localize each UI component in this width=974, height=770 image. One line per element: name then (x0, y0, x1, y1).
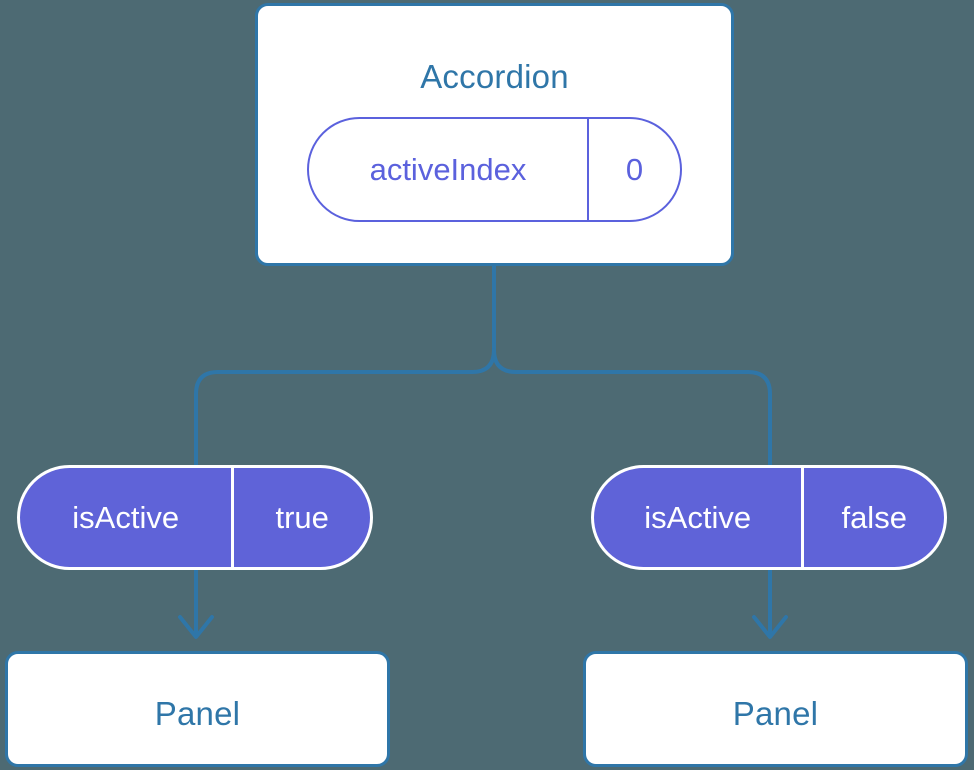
prop-value-is-active-left: true (231, 468, 370, 567)
panel-node-left[interactable]: Panel (5, 651, 390, 767)
prop-key-is-active-left: isActive (72, 499, 180, 535)
arrow-head-left (178, 615, 214, 639)
arrow-head-right (752, 615, 788, 639)
branch-line-right (492, 348, 772, 467)
prop-pill-is-active-false[interactable]: isActive false (591, 465, 947, 570)
prop-value-is-active-right: false (801, 468, 944, 567)
prop-pill-active-index[interactable]: activeIndex 0 (307, 117, 682, 222)
prop-value-active-index: 0 (586, 119, 680, 220)
panel-title-left: Panel (154, 695, 241, 732)
panel-node-right[interactable]: Panel (583, 651, 968, 767)
panel-title-right: Panel (732, 695, 819, 732)
accordion-title: Accordion (420, 58, 569, 95)
prop-pill-is-active-true[interactable]: isActive true (17, 465, 373, 570)
prop-key-active-index: activeIndex (369, 151, 527, 187)
branch-line-left (194, 348, 496, 467)
prop-key-is-active-right: isActive (644, 499, 752, 535)
